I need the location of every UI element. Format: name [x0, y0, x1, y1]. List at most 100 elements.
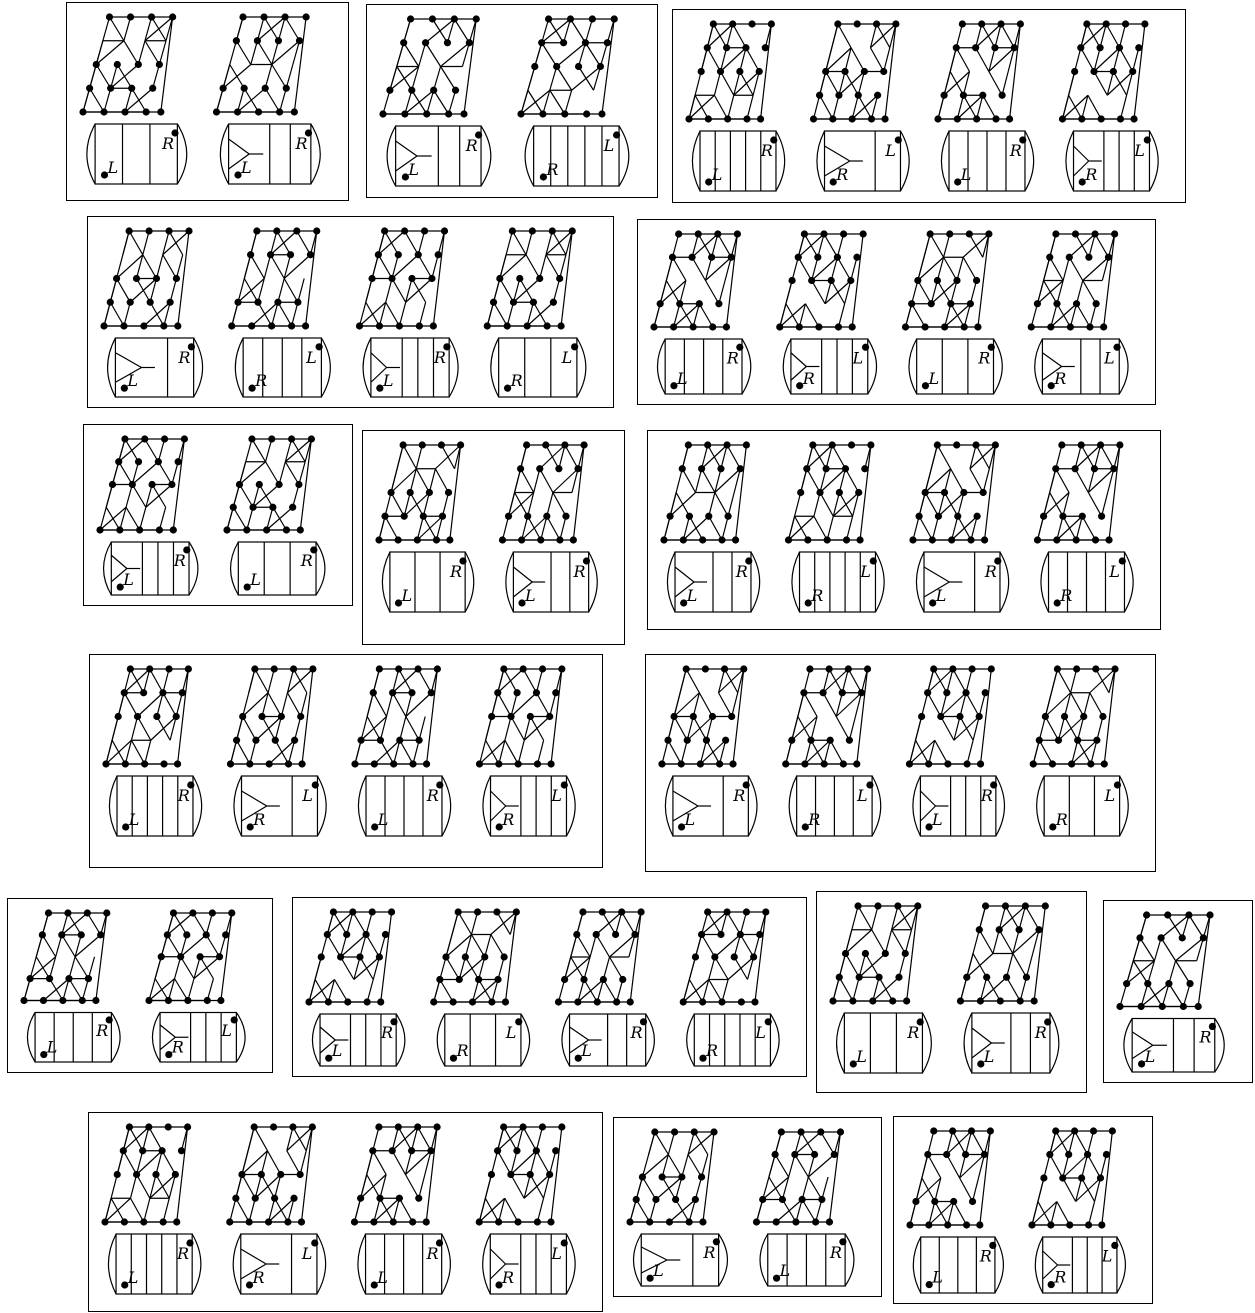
edge	[250, 740, 256, 764]
vertex	[680, 998, 687, 1005]
vertex	[812, 1218, 819, 1225]
edge	[1063, 257, 1069, 280]
vertex	[829, 441, 836, 448]
edge	[560, 255, 566, 279]
edge	[930, 234, 943, 257]
vertex	[646, 1218, 653, 1225]
left-terminal-label: L	[407, 160, 419, 179]
edge	[846, 930, 872, 954]
vertex	[274, 299, 281, 306]
diag	[1042, 353, 1061, 367]
vertex	[1165, 980, 1172, 987]
panel-drawing: LRLR	[817, 892, 1088, 1094]
edge	[518, 740, 524, 764]
edge	[446, 957, 459, 980]
vertex	[546, 713, 553, 720]
right-terminal-label: R	[1198, 1028, 1211, 1047]
diag	[490, 1249, 505, 1264]
right-terminal-label: R	[177, 348, 190, 367]
end-cap	[665, 776, 673, 836]
outer-edge	[306, 231, 317, 326]
vertex	[165, 227, 172, 234]
vertex	[121, 689, 128, 696]
end-cap	[789, 776, 797, 836]
edge	[848, 669, 861, 693]
vertex	[58, 931, 65, 938]
vertex	[977, 997, 984, 1004]
vertex	[173, 275, 180, 282]
vertex	[961, 323, 968, 330]
vertex	[914, 902, 921, 909]
vertex	[1111, 230, 1118, 237]
vertex	[368, 275, 375, 282]
vertex	[934, 441, 941, 448]
edge	[253, 485, 279, 508]
vertex	[152, 1171, 159, 1178]
vertex	[128, 85, 135, 92]
vertex	[570, 536, 577, 543]
vertex	[400, 39, 407, 46]
vertex	[1058, 441, 1065, 448]
end-cap	[1037, 776, 1045, 836]
edge	[542, 43, 557, 67]
vertex	[740, 665, 747, 672]
edge	[151, 717, 176, 741]
edge	[124, 302, 130, 326]
vertex	[416, 322, 423, 329]
edge	[999, 930, 1013, 954]
right-terminal-label: R	[732, 786, 745, 805]
edge	[674, 693, 699, 717]
edge	[498, 1127, 523, 1151]
edge	[941, 717, 954, 741]
vertex	[1090, 68, 1097, 75]
left-terminal-label: L	[126, 371, 138, 390]
vertex	[473, 15, 480, 22]
vertex	[1016, 926, 1023, 933]
vertex	[967, 300, 974, 307]
vertex	[690, 323, 697, 330]
left-terminal-label: L	[128, 810, 140, 829]
vertex	[495, 1218, 502, 1225]
right-terminal-label: L	[305, 348, 317, 367]
edge	[951, 469, 964, 493]
right-terminal-label: L	[1133, 141, 1145, 160]
vertex	[779, 1196, 786, 1203]
edge	[540, 445, 565, 469]
edge	[674, 717, 687, 741]
vertex	[1083, 20, 1090, 27]
vertex	[455, 908, 462, 915]
vertex	[220, 85, 227, 92]
edge	[405, 1151, 430, 1175]
edge	[132, 462, 158, 485]
vertex	[997, 997, 1004, 1004]
vertex	[966, 230, 973, 237]
vertex	[20, 997, 27, 1004]
edge	[837, 257, 850, 280]
edge	[916, 717, 922, 741]
edge	[287, 1151, 300, 1175]
vertex	[737, 465, 744, 472]
vertex	[1059, 513, 1066, 520]
end-cap	[1066, 131, 1074, 191]
vertex	[298, 760, 305, 767]
outer-edge	[630, 912, 641, 1002]
edge	[419, 43, 426, 67]
vertex	[258, 713, 265, 720]
edge	[669, 1200, 695, 1223]
outer-edge	[1198, 915, 1210, 1007]
vertex	[1046, 1151, 1053, 1158]
edge	[251, 231, 257, 255]
edge	[832, 24, 838, 48]
edge	[885, 930, 891, 954]
end-cap	[964, 1013, 972, 1073]
left-terminal-label: R	[1055, 810, 1068, 829]
right-terminal-label: L	[856, 786, 868, 805]
edge	[284, 279, 298, 303]
edge	[150, 669, 163, 693]
edge	[256, 717, 281, 741]
diag	[673, 791, 698, 806]
vertex	[330, 908, 337, 915]
edge	[929, 1202, 954, 1226]
vertex	[396, 737, 403, 744]
edge	[681, 740, 687, 764]
